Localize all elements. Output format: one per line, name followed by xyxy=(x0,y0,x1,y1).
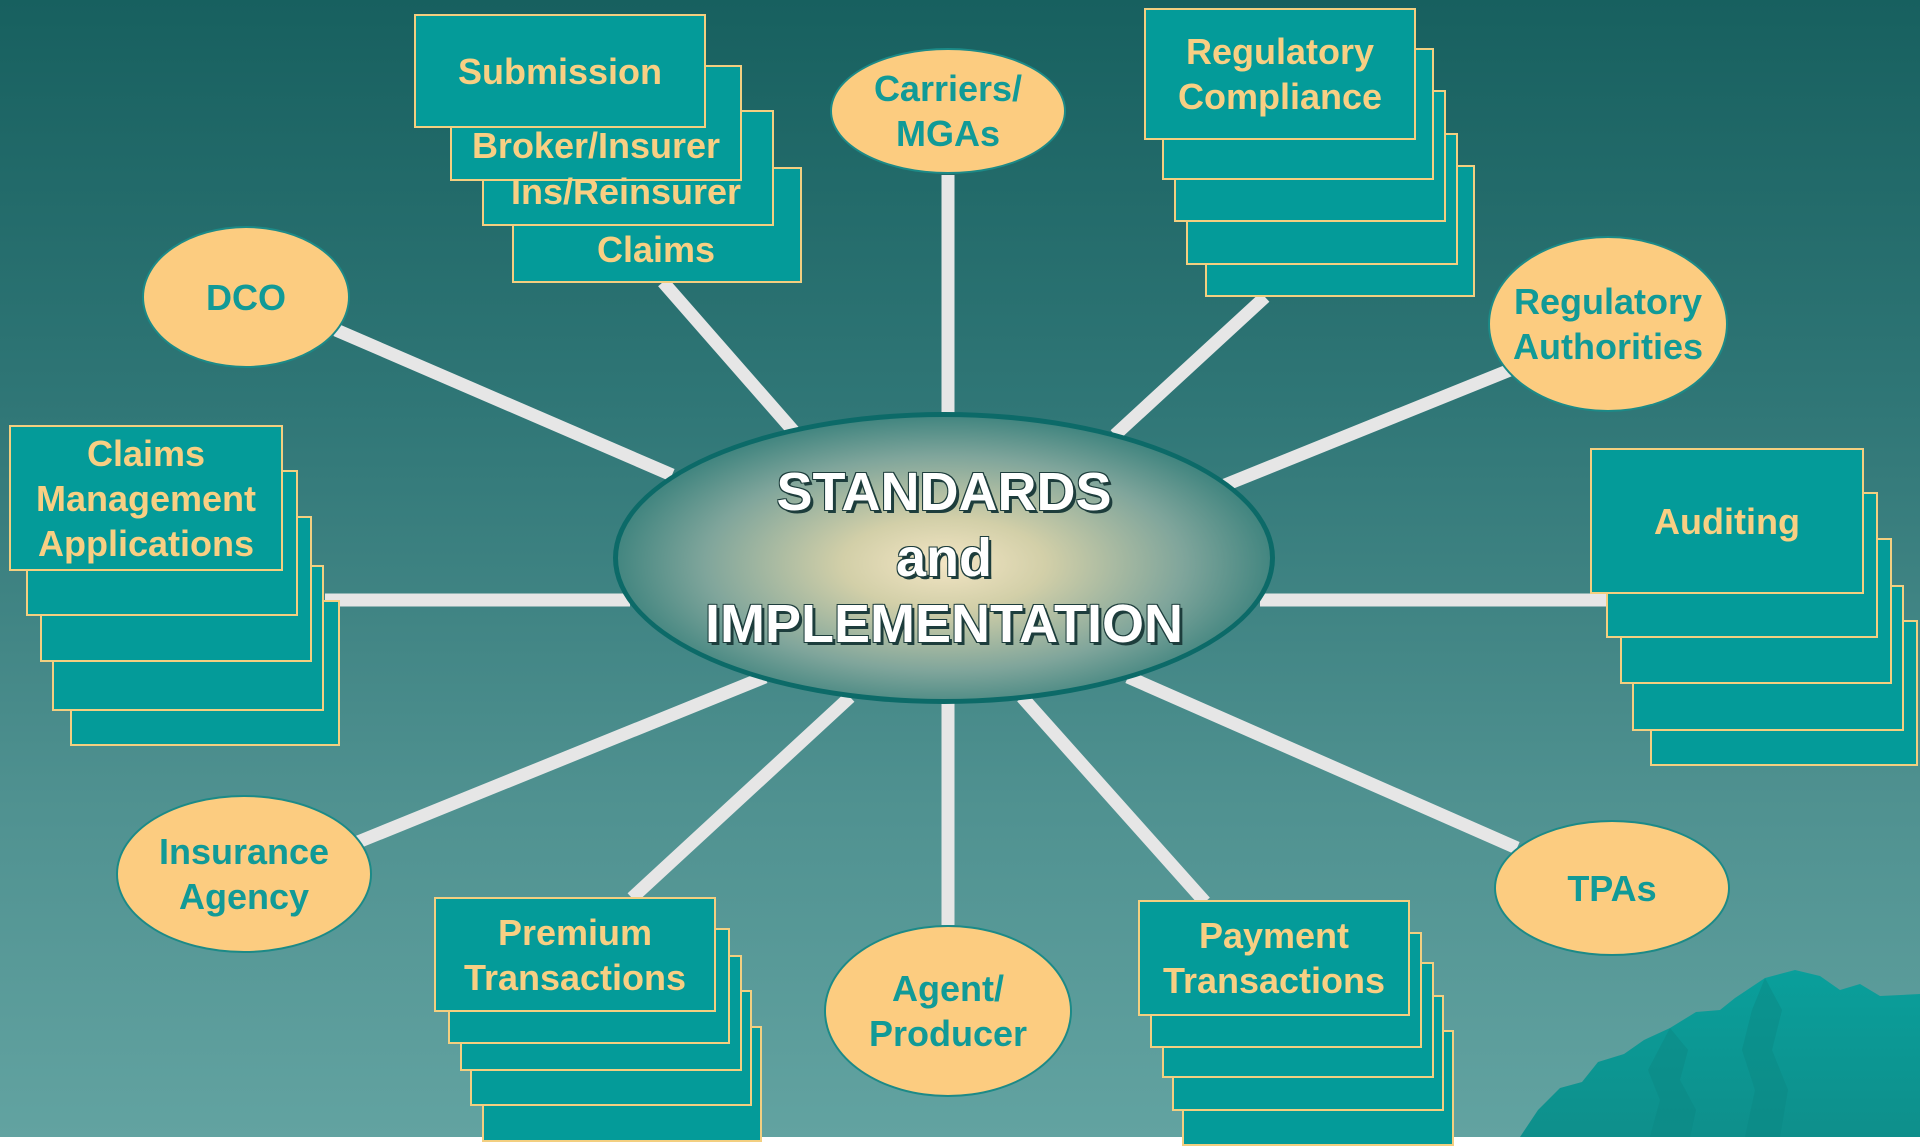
spoke-payment-transactions xyxy=(1017,692,1210,907)
claims-management-card: Claims Management Applications xyxy=(9,425,283,571)
payment-transactions-label: Transactions xyxy=(1162,960,1386,1001)
carriers-mgas-oval: Carriers/ MGAs xyxy=(830,48,1066,174)
insurance-label: Insurance xyxy=(158,831,330,872)
mountain-decoration xyxy=(1520,970,1920,1137)
hub-line2: and xyxy=(895,528,992,588)
claims-label: Claims xyxy=(596,229,716,270)
hub-line1: STANDARDS xyxy=(776,462,1112,522)
spoke-dco xyxy=(333,324,675,481)
submission-label: Submission xyxy=(457,50,663,92)
tpas-label: TPAs xyxy=(1567,867,1657,909)
agency-label: Agency xyxy=(178,876,310,917)
spoke-regulatory-compliance xyxy=(1110,292,1270,440)
dco-label: DCO xyxy=(206,276,286,318)
payment-transactions-card: Payment Transactions xyxy=(1138,900,1410,1016)
regulatory-authorities-line1: Regulatory xyxy=(1513,281,1703,322)
spoke-tpas xyxy=(1125,671,1520,854)
regulatory-compliance-card: Regulatory Compliance xyxy=(1144,8,1416,140)
agent-producer-oval: Agent/ Producer xyxy=(824,925,1072,1097)
regulatory-authorities-line2: Authorities xyxy=(1512,326,1703,367)
hub-line3: IMPLEMENTATION xyxy=(705,594,1183,654)
payment-label: Payment xyxy=(1198,915,1350,956)
ins-reinsurer-label: Ins/Reinsurer xyxy=(510,171,742,212)
spoke-submission xyxy=(658,277,802,440)
spoke-insurance-agency xyxy=(355,670,768,849)
regulatory-authorities-oval: Regulatory Authorities xyxy=(1488,236,1728,412)
dco-oval: DCO xyxy=(142,226,350,368)
auditing-card: Auditing xyxy=(1590,448,1864,594)
compliance-label: Compliance xyxy=(1177,76,1383,117)
spoke-premium-transactions xyxy=(627,692,855,903)
standards-implementation-hub: STANDARDS and IMPLEMENTATION xyxy=(613,412,1275,704)
premium-transactions-label: Transactions xyxy=(463,956,687,998)
tpas-oval: TPAs xyxy=(1494,820,1730,956)
submission-card: Submission xyxy=(414,14,706,128)
premium-transactions-card: Premium Transactions xyxy=(434,897,716,1012)
carriers-label: Carriers/ xyxy=(873,68,1023,109)
mgas-label: MGAs xyxy=(895,113,1000,154)
claims-management-line2: Management xyxy=(35,477,257,519)
agent-label: Agent/ xyxy=(891,968,1004,1009)
claims-management-line3: Applications xyxy=(37,522,254,564)
regulatory-label: Regulatory xyxy=(1185,31,1375,72)
spoke-regulatory-authorities xyxy=(1222,363,1513,492)
claims-management-line1: Claims xyxy=(86,432,206,474)
auditing-label: Auditing xyxy=(1654,500,1800,542)
premium-label: Premium xyxy=(497,911,653,953)
producer-label: Producer xyxy=(868,1013,1028,1054)
insurance-agency-oval: Insurance Agency xyxy=(116,795,372,953)
broker-insurer-label: Broker/Insurer xyxy=(471,125,721,166)
